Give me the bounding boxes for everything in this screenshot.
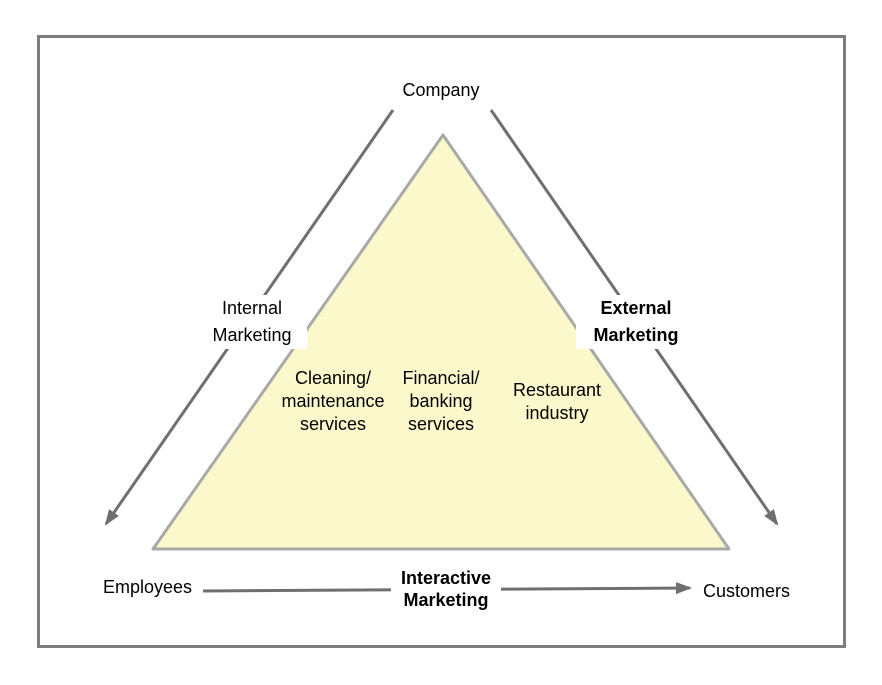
industry-financial-label: Financial/ banking services xyxy=(402,368,480,434)
industry-restaurant-label: Restaurant industry xyxy=(512,380,602,423)
employees-label: Employees xyxy=(103,577,193,597)
customers-label: Customers xyxy=(703,581,791,601)
internal-marketing-label: Internal Marketing xyxy=(197,295,307,349)
company-label: Company xyxy=(402,80,480,100)
interactive-marketing-label: Interactive Marketing xyxy=(391,567,501,611)
diagram-frame xyxy=(37,35,846,648)
industry-cleaning-label: Cleaning/ maintenance services xyxy=(281,368,385,434)
external-marketing-label: External Marketing xyxy=(576,295,696,349)
